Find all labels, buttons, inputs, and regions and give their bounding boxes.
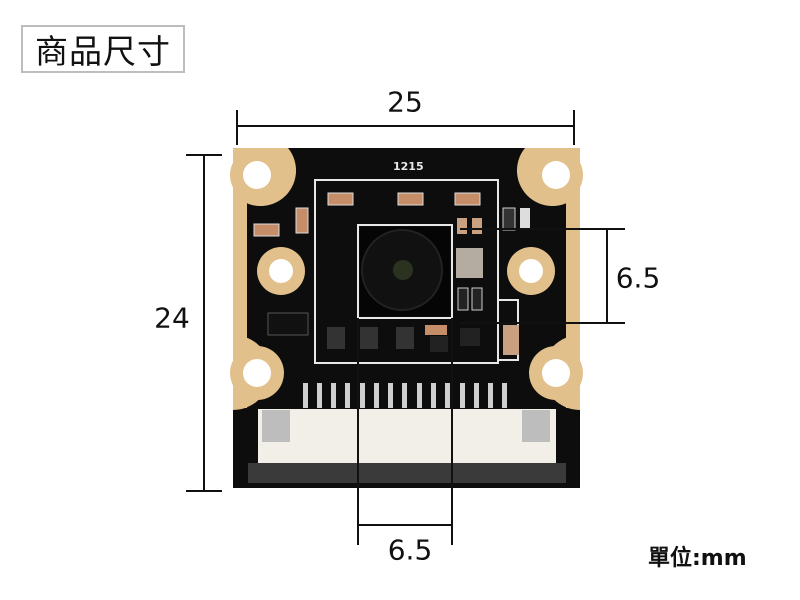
- height-label: 24: [154, 301, 190, 335]
- dimension-lines: [186, 110, 625, 545]
- ribbon-connector: [248, 383, 566, 483]
- camera-module-board: 1215: [230, 148, 583, 488]
- lens-vertical-dimension-line: [460, 228, 625, 324]
- mounting-holes: [243, 161, 570, 387]
- board-marking: 1215: [393, 160, 424, 173]
- lens-vertical-label: 6.5: [615, 261, 661, 295]
- page-title: 商品尺寸: [21, 25, 185, 73]
- width-label: 25: [387, 85, 423, 119]
- smd-components: [253, 192, 530, 355]
- lens-horizontal-label: 6.5: [387, 533, 433, 567]
- lens-aperture: [393, 260, 413, 280]
- unit-label: 單位:mm: [648, 546, 747, 571]
- height-dimension-line: [186, 154, 222, 492]
- lens-horizontal-dimension-line: [357, 318, 453, 545]
- width-dimension-line: [236, 110, 575, 145]
